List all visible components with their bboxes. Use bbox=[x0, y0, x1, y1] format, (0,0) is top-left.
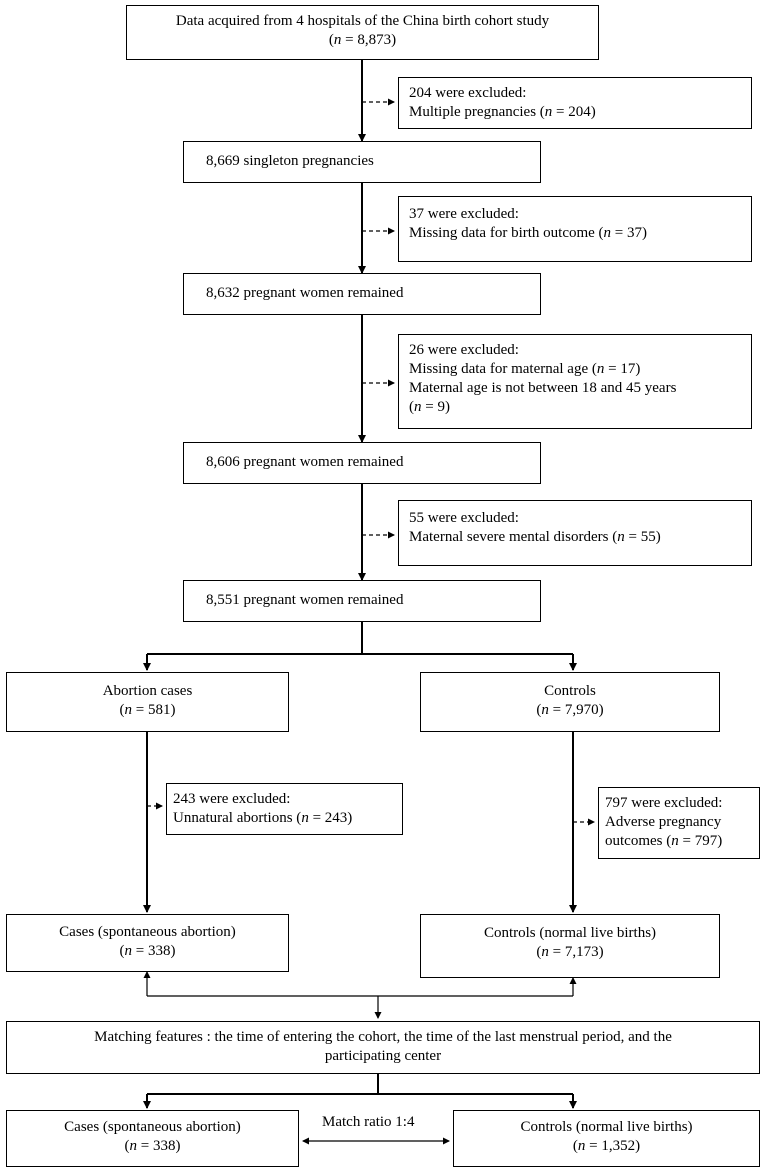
exclusion-reason-count: outcomes (n = 797) bbox=[605, 833, 723, 849]
controls-normal-box: Controls (normal live births) (n = 7,173… bbox=[420, 914, 720, 978]
remained-box-8551: 8,551 pregnant women remained bbox=[183, 580, 541, 622]
exclusion-box-unnatural: 243 were excluded: Unnatural abortions (… bbox=[166, 783, 403, 835]
exclusion-box-maternal-age: 26 were excluded: Missing data for mater… bbox=[398, 334, 752, 429]
final-cases-title: Cases (spontaneous abortion) bbox=[64, 1119, 241, 1135]
remained-label: 8,606 pregnant women remained bbox=[206, 454, 404, 470]
exclusion-reason: Adverse pregnancy bbox=[605, 814, 722, 830]
source-title: Data acquired from 4 hospitals of the Ch… bbox=[175, 13, 550, 29]
cases-box: Cases (spontaneous abortion) (n = 338) bbox=[6, 914, 289, 972]
exclusion-box-mental-disorders: 55 were excluded: Maternal severe mental… bbox=[398, 500, 752, 566]
source-count: (n = 8,873) bbox=[328, 32, 397, 48]
matching-features-box: Matching features : the time of entering… bbox=[6, 1021, 760, 1074]
abortion-cases-box: Abortion cases (n = 581) bbox=[6, 672, 289, 732]
remained-box-8606: 8,606 pregnant women remained bbox=[183, 442, 541, 484]
matching-line-2: participating center bbox=[324, 1048, 442, 1064]
source-box: Data acquired from 4 hospitals of the Ch… bbox=[126, 5, 599, 60]
final-cases-count: (n = 338) bbox=[124, 1138, 181, 1154]
exclusion-reason-2: Maternal age is not between 18 and 45 ye… bbox=[409, 380, 677, 396]
cases-count: (n = 338) bbox=[119, 943, 176, 959]
match-ratio-label: Match ratio 1:4 bbox=[318, 1114, 419, 1131]
singleton-box: 8,669 singleton pregnancies bbox=[183, 141, 541, 183]
controls-count: (n = 7,970) bbox=[536, 702, 604, 718]
exclusion-reason: Maternal severe mental disorders (n = 55… bbox=[409, 529, 661, 545]
remained-label: 8,632 pregnant women remained bbox=[206, 285, 404, 301]
controls-normal-count: (n = 7,173) bbox=[536, 944, 604, 960]
controls-box: Controls (n = 7,970) bbox=[420, 672, 720, 732]
exclusion-reason: Missing data for birth outcome (n = 37) bbox=[409, 225, 648, 241]
final-controls-box: Controls (normal live births) (n = 1,352… bbox=[453, 1110, 760, 1167]
exclusion-reason-2-count: (n = 9) bbox=[409, 399, 450, 415]
exclusion-box-multiple: 204 were excluded: Multiple pregnancies … bbox=[398, 77, 752, 129]
final-controls-title: Controls (normal live births) bbox=[520, 1119, 693, 1135]
exclusion-reason: Missing data for maternal age (n = 17) bbox=[409, 361, 641, 377]
singleton-label: 8,669 singleton pregnancies bbox=[206, 153, 374, 169]
controls-title: Controls bbox=[544, 683, 596, 699]
abortion-title: Abortion cases bbox=[102, 683, 193, 699]
exclusion-title: 243 were excluded: bbox=[173, 791, 291, 807]
exclusion-title: 26 were excluded: bbox=[409, 342, 519, 358]
exclusion-title: 37 were excluded: bbox=[409, 206, 519, 222]
remained-box-8632: 8,632 pregnant women remained bbox=[183, 273, 541, 315]
exclusion-title: 204 were excluded: bbox=[409, 85, 527, 101]
abortion-count: (n = 581) bbox=[119, 702, 176, 718]
exclusion-reason: Unnatural abortions (n = 243) bbox=[173, 810, 353, 826]
exclusion-title: 797 were excluded: bbox=[605, 795, 723, 811]
final-cases-box: Cases (spontaneous abortion) (n = 338) bbox=[6, 1110, 299, 1167]
matching-line-1: Matching features : the time of entering… bbox=[94, 1029, 672, 1045]
remained-label: 8,551 pregnant women remained bbox=[206, 592, 404, 608]
exclusion-reason: Multiple pregnancies (n = 204) bbox=[409, 104, 596, 120]
controls-normal-title: Controls (normal live births) bbox=[483, 925, 657, 941]
cases-title: Cases (spontaneous abortion) bbox=[59, 924, 236, 940]
exclusion-box-birth-outcome: 37 were excluded: Missing data for birth… bbox=[398, 196, 752, 262]
final-controls-count: (n = 1,352) bbox=[572, 1138, 641, 1154]
exclusion-title: 55 were excluded: bbox=[409, 510, 519, 526]
exclusion-box-adverse: 797 were excluded: Adverse pregnancy out… bbox=[598, 787, 760, 859]
